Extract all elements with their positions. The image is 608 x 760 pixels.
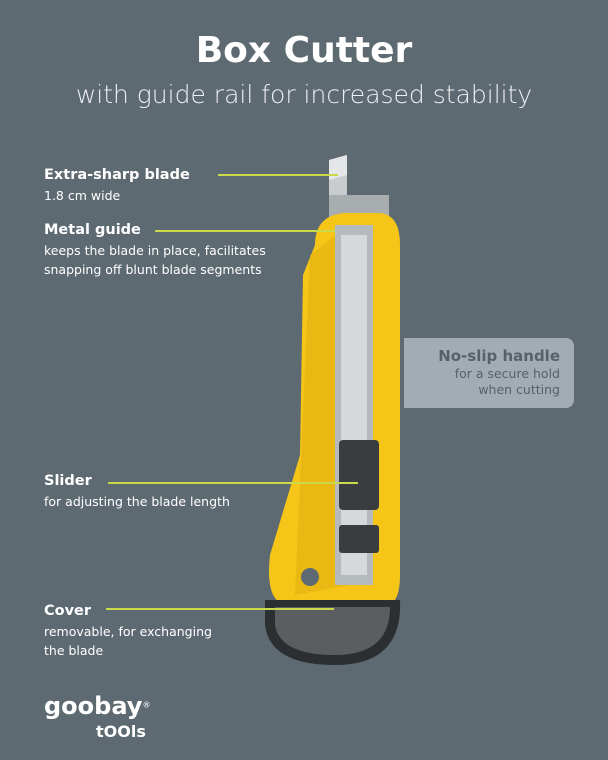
feature-title: Metal guide	[44, 222, 141, 238]
registered-mark: ®	[142, 700, 151, 710]
feature-metal-guide: Metal guide keeps the blade in place, fac…	[44, 221, 294, 279]
feature-desc: removable, for exchanging the blade	[44, 624, 212, 658]
cover-pointer-line	[106, 608, 334, 610]
box-cutter-image	[255, 155, 405, 679]
slider-pointer-line	[108, 482, 358, 484]
page-subtitle: with guide rail for increased stability	[75, 80, 533, 109]
feature-desc: 1.8 cm wide	[44, 188, 121, 203]
feature-cover: Cover removable, for exchanging the blade	[44, 602, 234, 660]
callout-line: for a secure hold	[454, 366, 560, 381]
feature-desc: for adjusting the blade length	[44, 494, 230, 509]
feature-blade: Extra-sharp blade 1.8 cm wide	[44, 166, 190, 205]
guide-pointer-line	[155, 230, 335, 232]
feature-desc: keeps the blade in place, facilitates sn…	[44, 243, 266, 277]
page-title: Box Cutter	[195, 30, 413, 71]
goobay-tools-logo: goobay® tOOls	[44, 692, 151, 741]
brand-name: goobay	[44, 692, 143, 720]
brand-sub: tOOls	[96, 722, 146, 741]
feature-title: Extra-sharp blade	[44, 167, 190, 183]
callout-title: No-slip handle	[438, 347, 560, 365]
feature-title: Slider	[44, 473, 92, 489]
callout-line: when cutting	[478, 382, 560, 397]
feature-slider: Slider for adjusting the blade length	[44, 472, 230, 511]
blade-pointer-line	[218, 174, 338, 176]
feature-title: Cover	[44, 603, 92, 619]
